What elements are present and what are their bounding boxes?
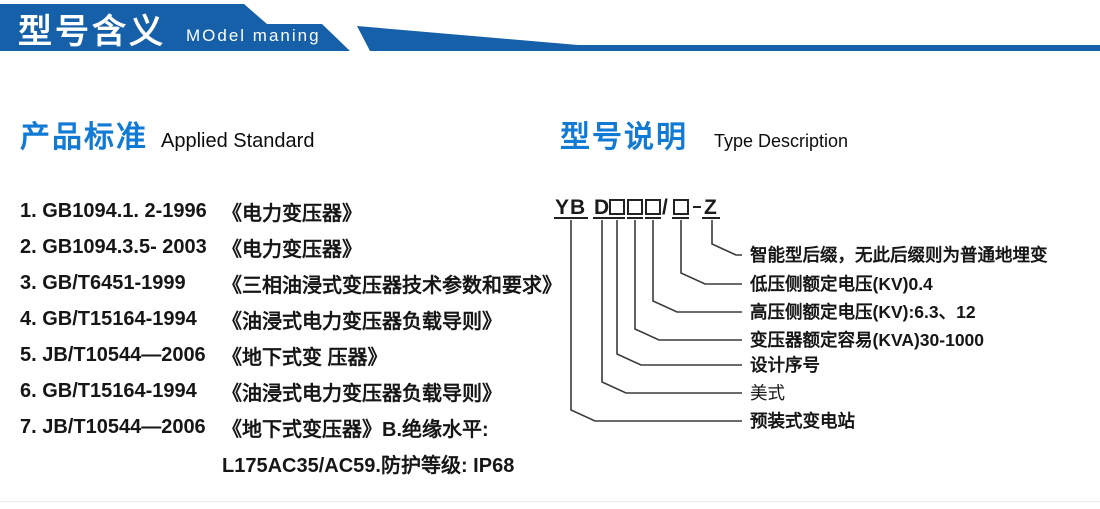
model-label: 设计序号 — [750, 355, 820, 375]
standard-code: 7. JB/T10544—2006 — [20, 415, 206, 438]
model-suffix: Z — [704, 196, 718, 219]
standard-title: 《油浸式电力变压器负载导则》 — [222, 382, 502, 405]
standard-title: 《地下式变压器》B.绝缘水平: — [222, 418, 489, 441]
standards-list: 1. GB1094.1. 2-1996 《电力变压器》 2. GB1094.3.… — [20, 193, 565, 481]
model-digit-box-icon — [645, 199, 661, 215]
model-label: 高压侧额定电压(KV):6.3、12 — [750, 302, 976, 322]
standard-title: 《电力变压器》 — [222, 238, 362, 261]
model-label: 低压侧额定电压(KV)0.4 — [749, 274, 933, 294]
standard-title: 《油浸式电力变压器负载导则》 — [222, 310, 502, 333]
standard-title: 《电力变压器》 — [222, 202, 362, 225]
standard-title: 《三相油浸式变压器技术参数和要求》 — [222, 274, 562, 297]
standard-item: 6. GB/T15164-1994 《油浸式电力变压器负载导则》 — [20, 373, 565, 409]
standard-code: 4. GB/T15164-1994 — [20, 307, 197, 330]
page-title-en: MOdel maning — [186, 26, 321, 45]
model-slash: / — [662, 196, 669, 219]
type-description-heading-en: Type Description — [714, 131, 849, 151]
connector-line — [570, 220, 742, 422]
type-description-heading-zh: 型号说明 — [560, 121, 688, 154]
model-digit-box-icon — [673, 199, 689, 215]
header-banner — [0, 4, 1100, 51]
standard-item: 2. GB1094.3.5- 2003 《电力变压器》 — [20, 229, 565, 265]
connector-line — [711, 220, 742, 256]
bottom-divider — [0, 501, 1100, 502]
model-label: 智能型后缀，无此后缀则为普通地埋变 — [750, 245, 1048, 265]
standard-item: 5. JB/T10544—2006 《地下式变 压器》 — [20, 337, 565, 373]
model-type-letter: D — [594, 196, 610, 219]
applied-standard-heading: 产品标准 Applied Standard — [20, 112, 314, 156]
connector-line — [601, 220, 742, 394]
type-description-heading: 型号说明 Type Description — [560, 112, 848, 156]
connector-line — [634, 220, 742, 341]
model-label: 预装式变电站 — [750, 411, 855, 431]
standard-code: 2. GB1094.3.5- 2003 — [20, 235, 207, 258]
banner-ribbon-shape — [357, 26, 1100, 51]
applied-standard-heading-en: Applied Standard — [161, 130, 315, 152]
standard-code: 5. JB/T10544—2006 — [20, 343, 206, 366]
standard-code: 3. GB/T6451-1999 — [20, 271, 186, 294]
page-title-zh: 型号含义 — [18, 13, 166, 51]
standard-title: L175AC35/AC59.防护等级: IP68 — [222, 454, 515, 477]
standard-title: 《地下式变 压器》 — [222, 346, 388, 369]
model-digit-box-icon — [609, 199, 625, 215]
standard-code: 1. GB1094.1. 2-1996 — [20, 199, 207, 222]
connector-line — [680, 220, 742, 285]
model-label: 变压器额定容易(KVA)30-1000 — [750, 330, 984, 350]
standard-item: 3. GB/T6451-1999 《三相油浸式变压器技术参数和要求》 — [20, 265, 565, 301]
standard-item: 4. GB/T15164-1994 《油浸式电力变压器负载导则》 — [20, 301, 565, 337]
standard-item: 1. GB1094.1. 2-1996 《电力变压器》 — [20, 193, 565, 229]
model-prefix: YB — [555, 196, 586, 219]
standard-item: 7. JB/T10544—2006 《地下式变压器》B.绝缘水平: — [20, 409, 565, 445]
banner-main-shape — [0, 4, 350, 51]
model-label: 美式 — [750, 383, 785, 403]
model-code-diagram: YB D / Z 智能型后缀，无此后缀则为普通地埋变 低压侧额定电压(KV)0.… — [554, 196, 1048, 431]
connector-line — [652, 220, 742, 313]
applied-standard-heading-zh: 产品标准 — [20, 121, 148, 154]
standard-code: 6. GB/T15164-1994 — [20, 379, 197, 402]
standard-item-continuation: L175AC35/AC59.防护等级: IP68 — [20, 445, 565, 481]
model-digit-box-icon — [627, 199, 643, 215]
connector-line — [616, 220, 742, 366]
